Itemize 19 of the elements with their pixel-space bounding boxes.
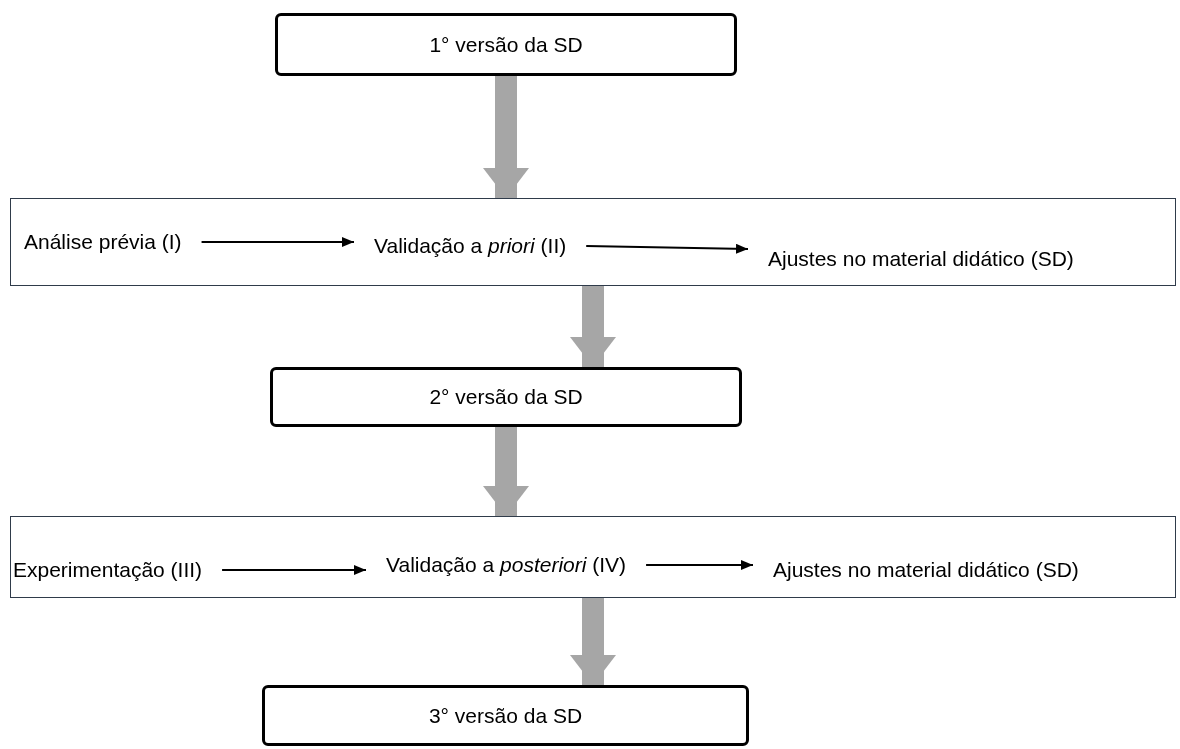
step-label: Análise prévia (I) [24,229,182,255]
version-box: 3° versão da SD [262,685,749,746]
arrow [221,565,367,575]
step-label: Validação a posteriori (IV) [386,552,627,578]
step-label: Validação a priori (II) [374,233,567,259]
arrow [645,560,754,570]
arrow [585,243,749,254]
version-box: 2° versão da SD [270,367,742,427]
block-arrow [483,76,529,198]
step-label: Experimentação (III) [13,557,203,583]
arrow [200,237,355,247]
stage-panel [10,516,1176,598]
step-label: Ajustes no material didático (SD) [768,246,1074,272]
stage-panel [10,198,1176,286]
version-box: 1° versão da SD [275,13,737,76]
block-arrow [570,286,616,367]
block-arrow [570,598,616,685]
block-arrow [483,427,529,516]
step-label: Ajustes no material didático (SD) [773,557,1079,583]
